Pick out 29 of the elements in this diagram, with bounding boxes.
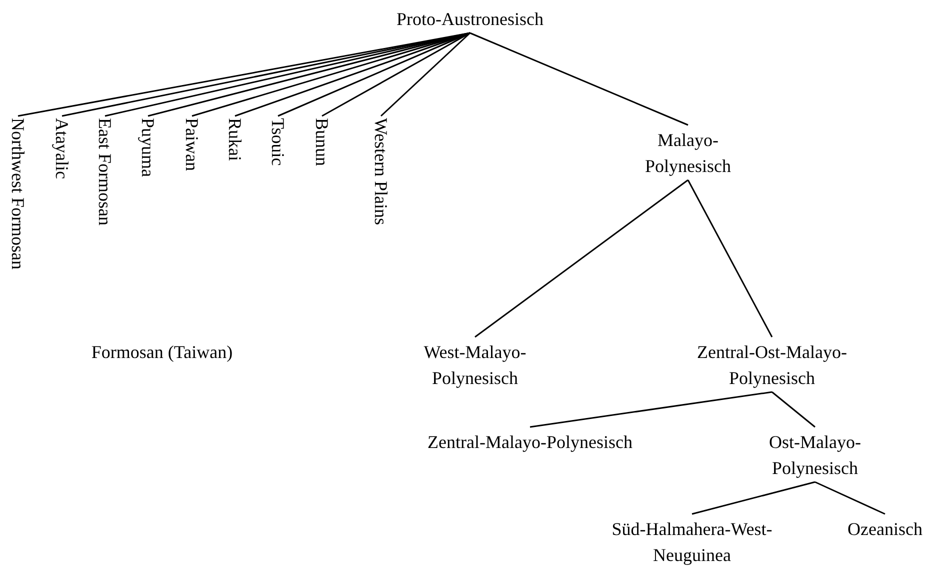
tree-node-label: Paiwan [181,118,203,171]
tree-branch-line [530,391,772,428]
tree-node-label: Proto-Austronesisch [370,6,570,32]
tree-node-label: East Formosan [94,118,116,226]
tree-branch-line [380,32,471,117]
group-label: Formosan (Taiwan) [90,341,234,364]
tree-node-label: Rukai [224,118,246,161]
tree-branch-line [692,481,816,515]
tree-node-label: Atayalic [51,118,73,179]
tree-node-label: Northwest Formosan [7,118,29,270]
tree-branch-line [322,32,470,117]
tree-node-label: Ost-Malayo-Polynesisch [750,429,880,481]
tree-branch-line [474,179,688,338]
tree-node-label: Malayo-Polynesisch [628,127,748,179]
tree-branch-line [470,32,688,126]
tree-node-label: Ozeanisch [835,516,935,542]
tree-branch-line [814,481,886,515]
tree-branch-line [278,32,470,117]
tree-node-label: Zentral-Malayo-Polynesisch [390,429,670,455]
tree-branch-line [772,391,816,428]
tree-node-label: Zentral-Ost-Malayo-Polynesisch [672,339,872,391]
tree-node-label: Tsouic [267,118,289,166]
tree-node-label: Süd-Halmahera-West-Neuguinea [582,516,802,568]
tree-node-label: Puyuma [137,118,159,178]
tree-node-label: West-Malayo-Polynesisch [395,339,555,391]
tree-node-label: Western Plains [370,118,392,226]
tree-node-label: Bunun [311,118,333,166]
tree-branch-line [234,32,470,117]
tree-branch-line [687,180,773,338]
